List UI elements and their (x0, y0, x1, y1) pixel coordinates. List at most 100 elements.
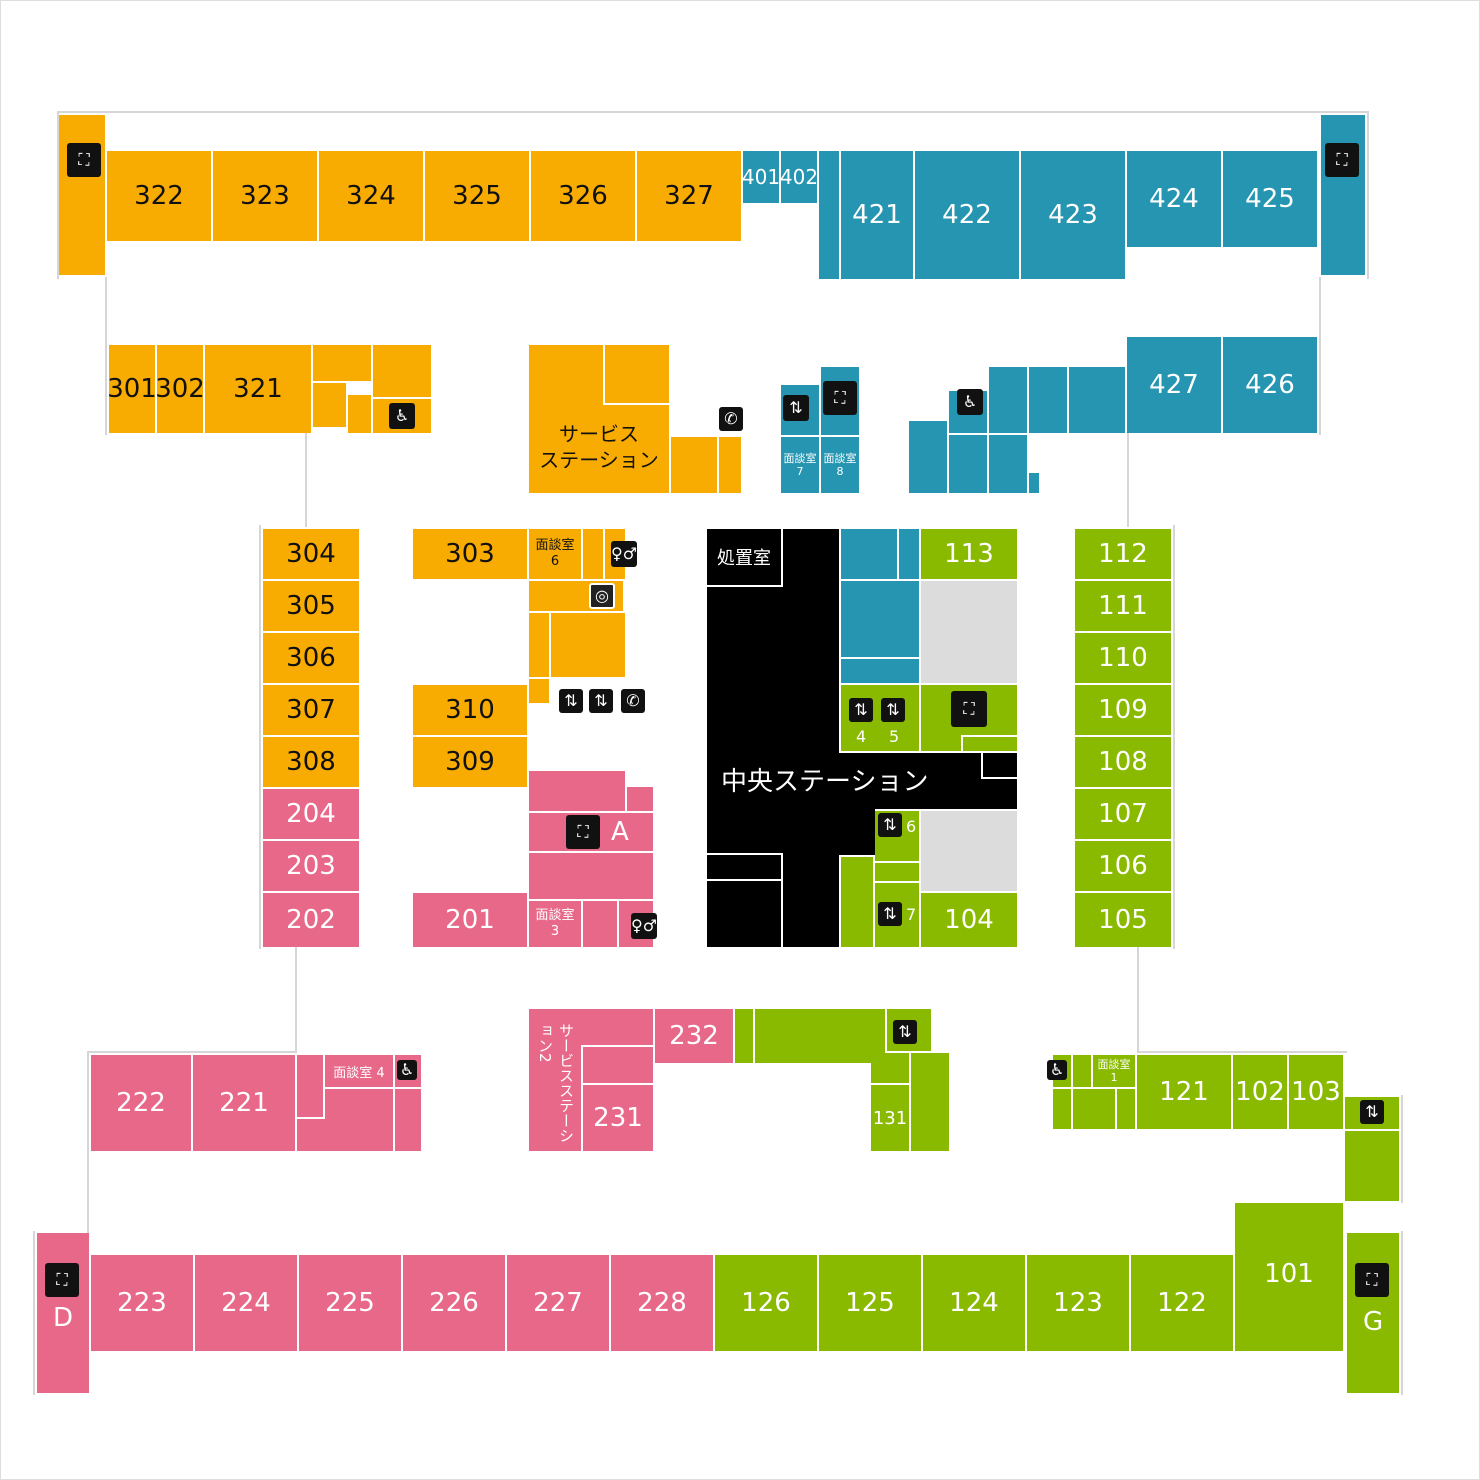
room-424[interactable]: 424 (1127, 151, 1221, 247)
room-401[interactable]: 401 (742, 151, 780, 203)
room-306[interactable]: 306 (263, 633, 359, 683)
label: 面談室 (1097, 1057, 1131, 1071)
outline (1137, 947, 1139, 1053)
room-124[interactable]: 124 (923, 1255, 1025, 1351)
label: 1 (1110, 1071, 1118, 1084)
room-422[interactable]: 422 (915, 151, 1019, 279)
consult-room-4[interactable]: 面談室 4 (325, 1055, 393, 1089)
elevator-4-label: 4 (856, 727, 867, 746)
stairs-icon: ⛶ (45, 1263, 79, 1297)
room-125[interactable]: 125 (819, 1255, 921, 1351)
room-teal (989, 367, 1027, 433)
room-225[interactable]: 225 (299, 1255, 401, 1351)
room-131[interactable]: 131 (871, 1085, 909, 1151)
room-122[interactable]: 122 (1131, 1255, 1233, 1351)
room-321[interactable]: 321 (205, 345, 311, 433)
room-326[interactable]: 326 (531, 151, 635, 241)
room-322[interactable]: 322 (107, 151, 211, 241)
room-227[interactable]: 227 (507, 1255, 609, 1351)
room-402[interactable]: 402 (780, 151, 818, 203)
room-324[interactable]: 324 (319, 151, 423, 241)
room-426[interactable]: 426 (1223, 337, 1317, 433)
label: 面談室 (823, 451, 857, 465)
room-325[interactable]: 325 (425, 151, 529, 241)
room-202[interactable]: 202 (263, 893, 359, 947)
outline (1173, 525, 1175, 949)
room-221[interactable]: 221 (193, 1055, 295, 1151)
service-station-2-label: サービスステーション2 (536, 1023, 575, 1143)
room-308[interactable]: 308 (263, 737, 359, 787)
room-103[interactable]: 103 (1289, 1055, 1343, 1129)
room-425[interactable]: 425 (1223, 151, 1317, 247)
room-orange (348, 395, 371, 433)
room-307[interactable]: 307 (263, 685, 359, 735)
room-310[interactable]: 310 (413, 685, 527, 735)
room-pink (529, 853, 653, 899)
room-111[interactable]: 111 (1075, 581, 1171, 631)
room-101[interactable]: 101 (1235, 1203, 1343, 1351)
outline (305, 433, 307, 527)
room-grey (921, 811, 1017, 891)
room-232[interactable]: 232 (655, 1009, 733, 1063)
treatment-room[interactable]: 処置室 (707, 529, 783, 587)
room-123[interactable]: 123 (1027, 1255, 1129, 1351)
room-222[interactable]: 222 (91, 1055, 191, 1151)
room-126[interactable]: 126 (715, 1255, 817, 1351)
room-203[interactable]: 203 (263, 841, 359, 891)
room-301[interactable]: 301 (107, 345, 157, 433)
accessible-icon: ♿ (1047, 1060, 1067, 1080)
room-109[interactable]: 109 (1075, 685, 1171, 735)
room-teal (819, 151, 839, 279)
room-orange (603, 345, 669, 405)
room-309[interactable]: 309 (413, 737, 527, 787)
room-107[interactable]: 107 (1075, 789, 1171, 839)
room-orange (529, 679, 549, 703)
outline (1367, 111, 1369, 279)
room-green (735, 1009, 753, 1063)
room-102[interactable]: 102 (1233, 1055, 1287, 1129)
room-204[interactable]: 204 (263, 789, 359, 839)
room-110[interactable]: 110 (1075, 633, 1171, 683)
elevator-icon: ⇅ (849, 698, 873, 722)
stairs-icon: ⛶ (951, 691, 987, 727)
room-228[interactable]: 228 (611, 1255, 713, 1351)
elevator-icon: ⇅ (878, 813, 902, 837)
room-104[interactable]: 104 (921, 893, 1017, 947)
room-teal (841, 659, 919, 683)
outline (33, 1231, 35, 1395)
room-305[interactable]: 305 (263, 581, 359, 631)
room-106[interactable]: 106 (1075, 841, 1171, 891)
room-112[interactable]: 112 (1075, 529, 1171, 579)
room-327[interactable]: 327 (637, 151, 741, 241)
room-303[interactable]: 303 (413, 529, 527, 579)
room-teal (909, 421, 947, 493)
room-223[interactable]: 223 (91, 1255, 193, 1351)
room-231[interactable]: 231 (581, 1083, 653, 1151)
room-black (707, 881, 783, 947)
room-421[interactable]: 421 (841, 151, 913, 279)
room-226[interactable]: 226 (403, 1255, 505, 1351)
room-105[interactable]: 105 (1075, 893, 1171, 947)
room-201[interactable]: 201 (413, 893, 527, 947)
outline (295, 947, 297, 1053)
label: 面談室 (535, 908, 575, 924)
room-427[interactable]: 427 (1127, 337, 1221, 433)
service-station-label: サービス ステーション (539, 422, 659, 472)
room-323[interactable]: 323 (213, 151, 317, 241)
room-orange (313, 383, 346, 427)
room-pink (529, 771, 625, 811)
elevator-icon: ⇅ (1360, 1100, 1384, 1124)
room-121[interactable]: 121 (1137, 1055, 1231, 1129)
room-224[interactable]: 224 (195, 1255, 297, 1351)
elevator-5-label: 5 (889, 727, 900, 746)
room-108[interactable]: 108 (1075, 737, 1171, 787)
room-302[interactable]: 302 (155, 345, 205, 433)
room-113[interactable]: 113 (921, 529, 1017, 579)
room-304[interactable]: 304 (263, 529, 359, 579)
room-423[interactable]: 423 (1021, 151, 1125, 279)
